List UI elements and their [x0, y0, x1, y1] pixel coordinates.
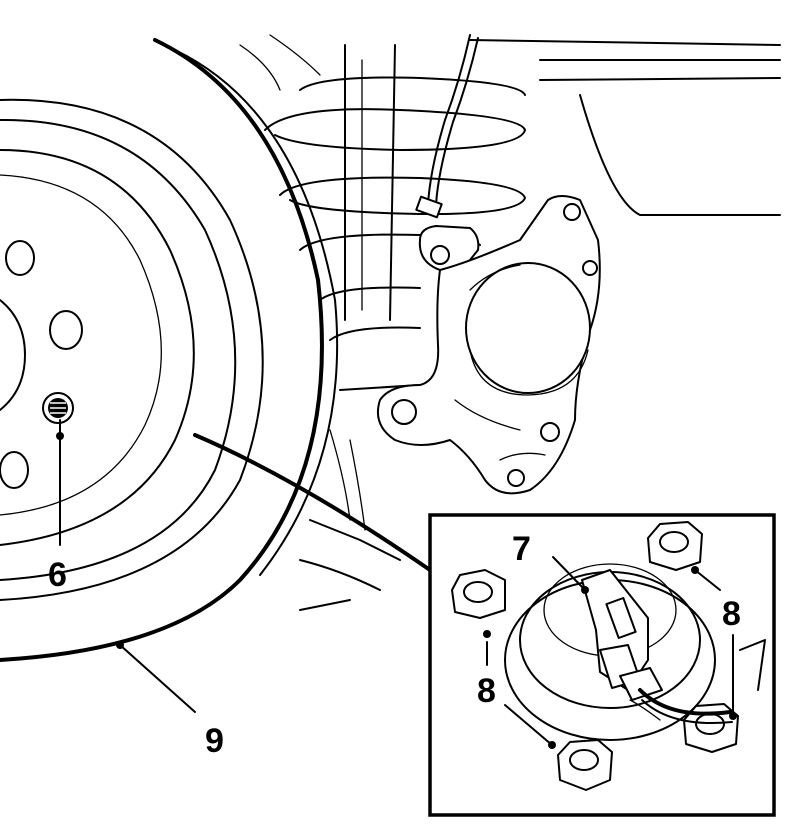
- inset-detail-view: [428, 513, 776, 817]
- callout-6: 6: [48, 556, 67, 594]
- retaining-screw: [42, 392, 74, 424]
- brake-disc: [0, 38, 339, 662]
- callout-8-right: 8: [722, 595, 741, 633]
- callout-labels: 6 9 7 8 8: [48, 530, 741, 760]
- hub-bolt-left: [451, 569, 506, 619]
- hub-bolt-top-right: [647, 521, 703, 571]
- abs-sensor-connector: [581, 569, 733, 725]
- hub-bolt-bottom: [557, 739, 613, 791]
- suspension-background: [239, 34, 781, 611]
- callout-9: 9: [205, 722, 224, 760]
- callout-8-left: 8: [477, 672, 496, 710]
- leaders-main: [56, 419, 432, 713]
- brake-hose: [415, 34, 479, 219]
- callout-7: 7: [512, 530, 531, 568]
- brake-caliper: [376, 195, 601, 495]
